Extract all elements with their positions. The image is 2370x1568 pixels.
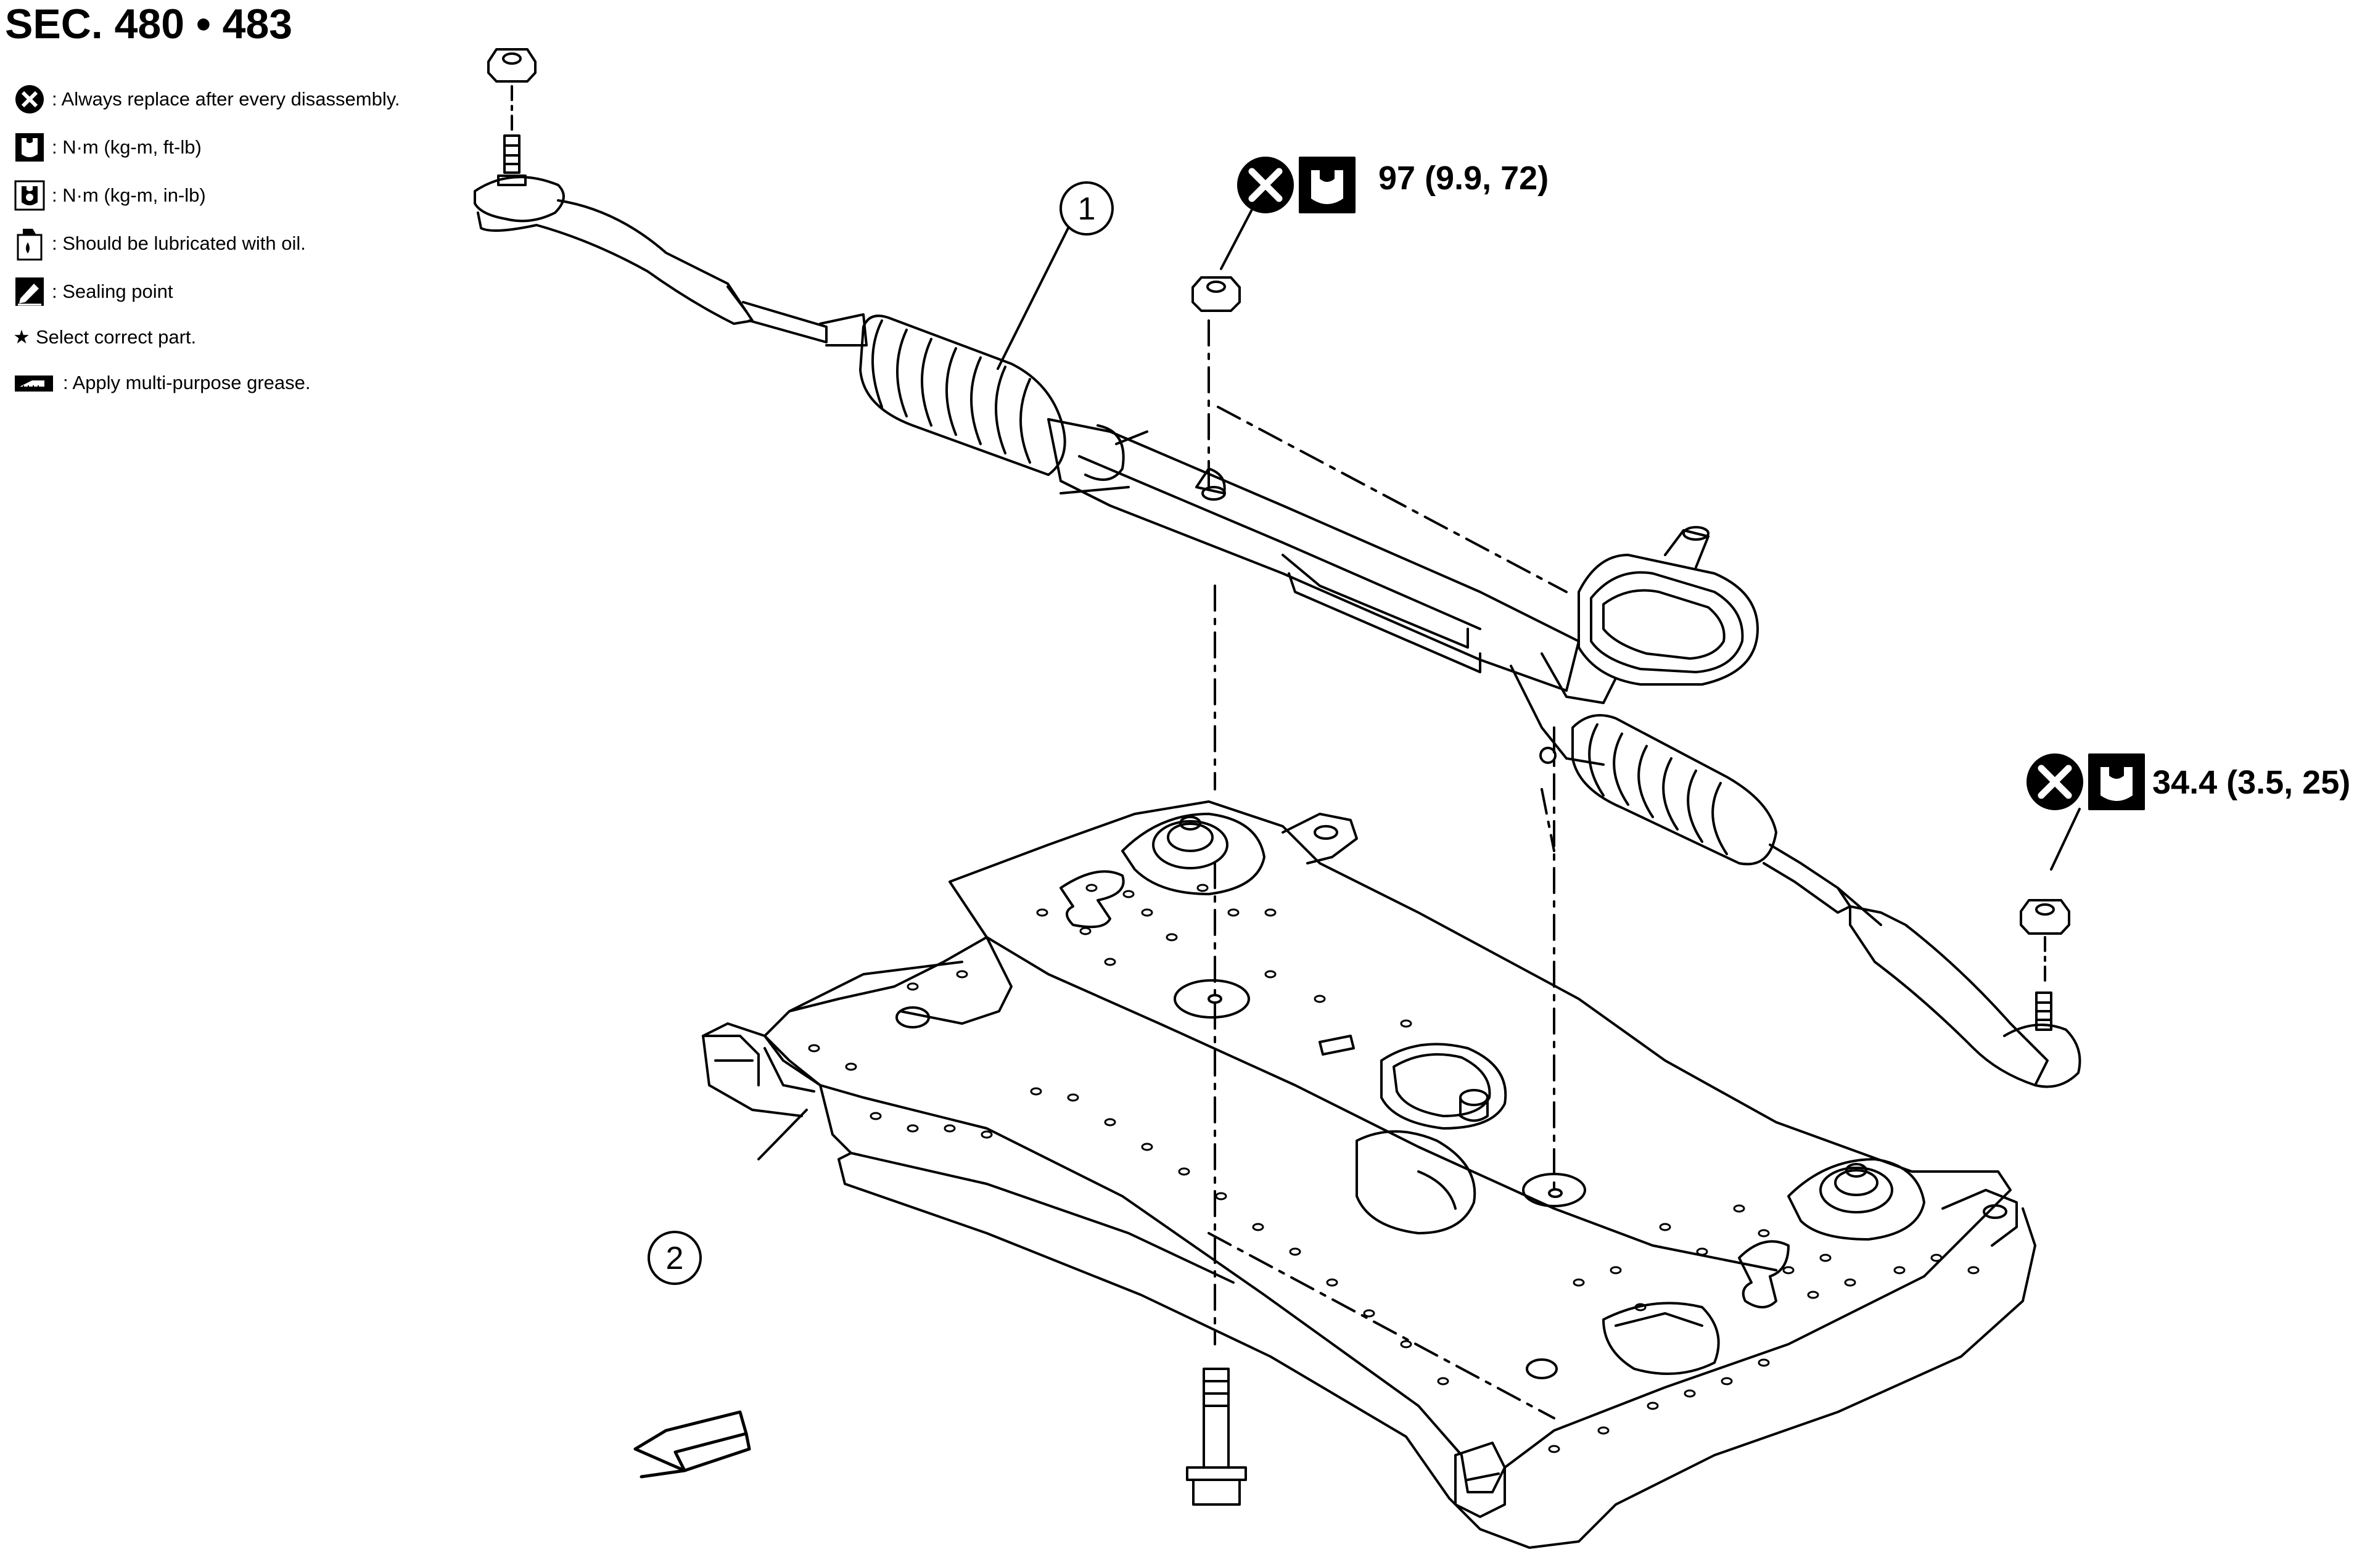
leader-line: [757, 1109, 808, 1160]
tie-rod-nut-left: [487, 48, 537, 83]
legend-text-replace: : Always replace after every disassembly…: [52, 88, 400, 110]
tie-rod-stud-right: [2035, 991, 2052, 1031]
legend-text-torque: : N·m (kg-m, ft-lb): [52, 136, 202, 158]
symbol-legend: : Always replace after every disassembly…: [12, 75, 400, 407]
steering-boot-left: [859, 314, 1066, 476]
legend-text-sealing: : Sealing point: [52, 281, 173, 302]
steering-boot-right: [1571, 714, 1777, 866]
section-title: SEC. 480 • 483: [5, 1, 293, 47]
rack-housing: [1047, 418, 1580, 692]
torque-icon: [2088, 753, 2145, 810]
legend-row-torque-small: : N·m (kg-m, in-lb): [12, 171, 400, 220]
legend-row-sealing: : Sealing point: [12, 268, 400, 316]
star-icon: ★: [13, 326, 30, 348]
part-number-1-label: 1: [1078, 191, 1096, 227]
part-number-2-label: 2: [666, 1241, 684, 1276]
replace-icon: [2026, 753, 2083, 810]
part-number-1: [1060, 181, 1114, 236]
mount-bolt: [1186, 1368, 1247, 1506]
subframe-holes: [808, 884, 1980, 1453]
sealing-icon: [12, 274, 47, 309]
tie-rod-stud-left: [497, 134, 527, 186]
grease-icon: [12, 366, 56, 400]
leader-line: [997, 227, 1069, 370]
legend-text-grease: : Apply multi-purpose grease.: [63, 372, 311, 393]
legend-row-oil: : Should be lubricated with oil.: [12, 220, 400, 268]
replace-icon: [12, 82, 47, 117]
torque-small-icon: [12, 178, 47, 213]
legend-row-star: ★ Select correct part.: [12, 316, 400, 359]
tie-rod-nut-right: [2020, 899, 2070, 935]
legend-row-torque: : N·m (kg-m, ft-lb): [12, 123, 400, 171]
oil-can-icon: [12, 226, 47, 261]
inner-tie-rod-left: [742, 301, 868, 347]
front-suspension-member: [702, 800, 2036, 1549]
inner-tie-rod-right: [1763, 844, 1882, 926]
replace-icon: [1237, 157, 1294, 213]
alignment-lines: [1208, 319, 1568, 1419]
rack-mount-nut: [1191, 276, 1241, 312]
torque-icon: [1299, 157, 1356, 213]
front-direction-arrow: [633, 1410, 751, 1479]
tie-rod-end-right: [1849, 905, 2081, 1088]
legend-text-torque-small: : N·m (kg-m, in-lb): [52, 184, 206, 206]
leader-line: [2050, 808, 2081, 871]
torque-icon: [12, 130, 47, 165]
torque-callout-right: 34.4 (3.5, 25): [2152, 764, 2351, 801]
tie-rod-end-left: [474, 176, 754, 325]
leader-line: [1220, 208, 1253, 270]
legend-row-grease: : Apply multi-purpose grease.: [12, 359, 400, 407]
legend-text-star: Select correct part.: [36, 326, 197, 348]
torque-callout-center: 97 (9.9, 72): [1378, 160, 1549, 197]
part-number-2: [648, 1231, 702, 1285]
legend-row-replace: : Always replace after every disassembly…: [12, 75, 400, 123]
legend-text-oil: : Should be lubricated with oil.: [52, 232, 306, 254]
